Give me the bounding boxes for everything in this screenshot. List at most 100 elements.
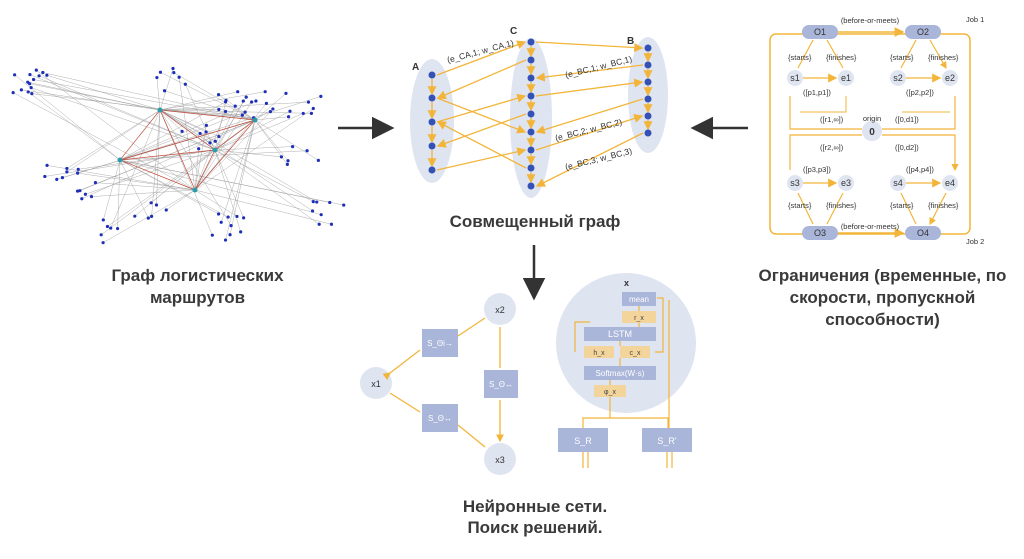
- node-s-theta-bottom-label: S_Θ↔: [428, 414, 452, 423]
- network-edge: [29, 74, 216, 151]
- softmax-label: Softmax(W·s): [596, 369, 645, 378]
- sr-box-left: [558, 428, 608, 452]
- node-origin-text: origin: [863, 114, 881, 123]
- network-node: [30, 91, 34, 96]
- network-node: [43, 174, 47, 179]
- node-s3-label: s3: [790, 178, 800, 188]
- network-edge: [28, 91, 121, 161]
- label-r1: ([r1,∞]): [820, 115, 844, 124]
- network-node: [13, 73, 17, 77]
- node-s4: [890, 175, 906, 191]
- label-finishes-1: {finishes}: [826, 53, 857, 62]
- node-s-theta-top: [422, 329, 458, 357]
- logistics-network-graph: [11, 66, 346, 245]
- network-node: [286, 159, 290, 163]
- network-edge: [107, 119, 256, 227]
- network-node: [213, 139, 217, 143]
- combined-cross-edge: [535, 114, 644, 151]
- combined-node: [527, 56, 535, 64]
- network-node: [328, 200, 332, 205]
- lstm-internal-edges: [574, 297, 664, 385]
- network-node: [223, 238, 228, 242]
- network-hub-edge: [159, 109, 256, 121]
- network-node: [93, 181, 98, 185]
- node-x3: [484, 443, 516, 475]
- node-s1: [787, 70, 803, 86]
- network-edge: [194, 111, 271, 191]
- network-node: [217, 134, 221, 139]
- edges-starts-finishes-bottom: [797, 192, 947, 224]
- combined-node: [428, 166, 436, 174]
- network-edge: [214, 149, 282, 158]
- combined-cross-edge: [436, 40, 527, 76]
- network-node: [254, 99, 258, 103]
- network-node: [226, 215, 230, 219]
- network-node: [26, 90, 30, 94]
- network-node: [171, 66, 175, 71]
- network-node: [37, 74, 41, 78]
- network-edge: [33, 79, 256, 121]
- network-node: [204, 130, 208, 134]
- neural-edges: [390, 317, 500, 447]
- lstm-input-label: x: [624, 278, 629, 288]
- combined-cross-edge: [436, 93, 527, 123]
- network-hub: [192, 187, 198, 193]
- combined-node: [527, 38, 535, 46]
- network-edge: [229, 119, 256, 235]
- network-node: [31, 77, 36, 82]
- network-node: [204, 123, 208, 127]
- network-node: [155, 75, 159, 80]
- network-node: [315, 200, 319, 204]
- network-edge: [31, 87, 216, 151]
- network-node: [236, 90, 240, 94]
- constraints-diagram: O1 O2 O3 O4 (before-or-meets) (before-or…: [769, 15, 984, 246]
- network-edge: [31, 93, 256, 121]
- network-node: [311, 106, 315, 111]
- node-e3-label: e3: [841, 178, 851, 188]
- network-node: [101, 241, 105, 245]
- network-node: [101, 218, 105, 222]
- network-node: [180, 129, 184, 133]
- network-node: [288, 109, 292, 113]
- network-edge: [159, 109, 213, 236]
- label-d2: ([0,d2]): [895, 143, 919, 152]
- combined-nodes: [428, 38, 652, 190]
- combined-node: [644, 129, 652, 137]
- softmax-box: [584, 366, 656, 380]
- network-node: [305, 149, 309, 153]
- caption-neural-nets-2: Поиск решений.: [467, 518, 603, 537]
- network-node: [271, 107, 275, 111]
- cx-box: [620, 346, 650, 358]
- network-node: [242, 216, 246, 220]
- network-edge: [13, 92, 196, 191]
- network-hub-edge: [159, 109, 196, 191]
- node-x3-label: x3: [495, 455, 505, 465]
- edge-label-bc3: (e_BC,3; w_BC,3): [564, 146, 633, 172]
- label-starts-3: {starts}: [788, 201, 812, 210]
- network-hub: [212, 147, 218, 153]
- label-before-or-meets-top: (before-or-meets): [841, 16, 900, 25]
- sr-edges: [582, 300, 673, 468]
- network-edge: [44, 149, 216, 177]
- network-edge: [159, 109, 207, 133]
- network-hub-edge: [194, 149, 216, 191]
- label-job2: Job 2: [966, 237, 984, 246]
- network-edge: [194, 125, 207, 191]
- network-edge: [103, 159, 121, 220]
- network-edge: [159, 109, 211, 144]
- network-node: [83, 192, 88, 196]
- caption-combined-graph: Совмещенный граф: [449, 212, 621, 231]
- combined-node: [644, 112, 652, 120]
- combined-node: [644, 61, 652, 69]
- network-edge: [159, 109, 243, 116]
- caption-logistics-graph: Граф логистических маршрутов: [111, 266, 284, 307]
- network-edge: [254, 116, 289, 121]
- network-edge: [36, 69, 196, 191]
- label-p2: ([p2,p2]): [906, 88, 934, 97]
- combined-cross-edge: [436, 121, 527, 169]
- network-edge: [159, 109, 317, 203]
- label-finishes-4: {finishes}: [928, 201, 959, 210]
- network-node: [154, 203, 159, 207]
- network-node: [216, 93, 221, 97]
- network-node: [319, 213, 323, 217]
